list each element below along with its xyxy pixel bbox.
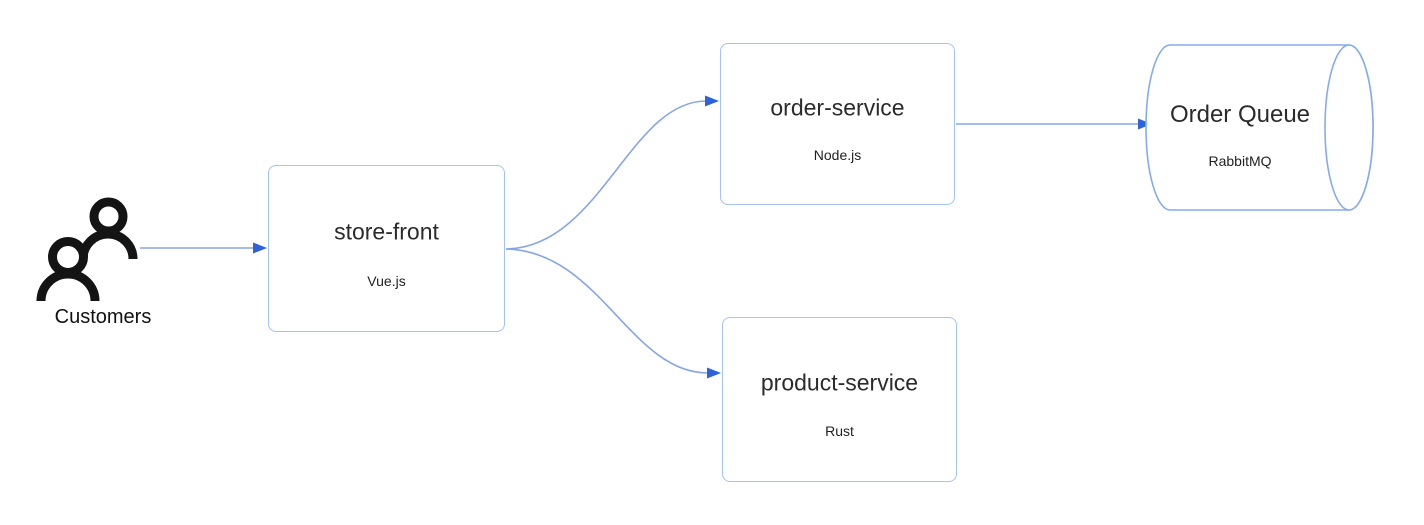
arrowhead-icon bbox=[705, 95, 719, 107]
arrowhead-icon bbox=[1138, 118, 1152, 130]
cylinder-shape bbox=[1145, 44, 1374, 211]
node-subtitle: Node.js bbox=[813, 147, 862, 164]
node-subtitle: Rust bbox=[825, 423, 854, 440]
arrowhead-icon bbox=[253, 242, 267, 254]
node-subtitle: RabbitMQ bbox=[1208, 152, 1272, 169]
customers-people-icon bbox=[36, 197, 138, 302]
node-title: order-service bbox=[770, 94, 905, 121]
arrowhead-icon bbox=[707, 367, 721, 379]
edge-store-front-to-product-service bbox=[505, 248, 721, 379]
node-product-service: product-service Rust bbox=[722, 317, 957, 482]
edge-store-front-to-order-service bbox=[505, 95, 719, 250]
edge-order-service-to-order-queue bbox=[956, 118, 1152, 130]
edge-customers-to-store-front bbox=[140, 242, 267, 254]
node-order-service: order-service Node.js bbox=[720, 43, 955, 205]
node-store-front: store-front Vue.js bbox=[268, 165, 505, 332]
node-title: product-service bbox=[760, 369, 919, 396]
node-subtitle: Vue.js bbox=[367, 272, 406, 289]
customers-label: Customers bbox=[54, 306, 152, 328]
node-order-queue: Order Queue RabbitMQ bbox=[1155, 45, 1325, 210]
node-title: Order Queue bbox=[1169, 101, 1311, 129]
node-title: store-front bbox=[334, 218, 439, 245]
